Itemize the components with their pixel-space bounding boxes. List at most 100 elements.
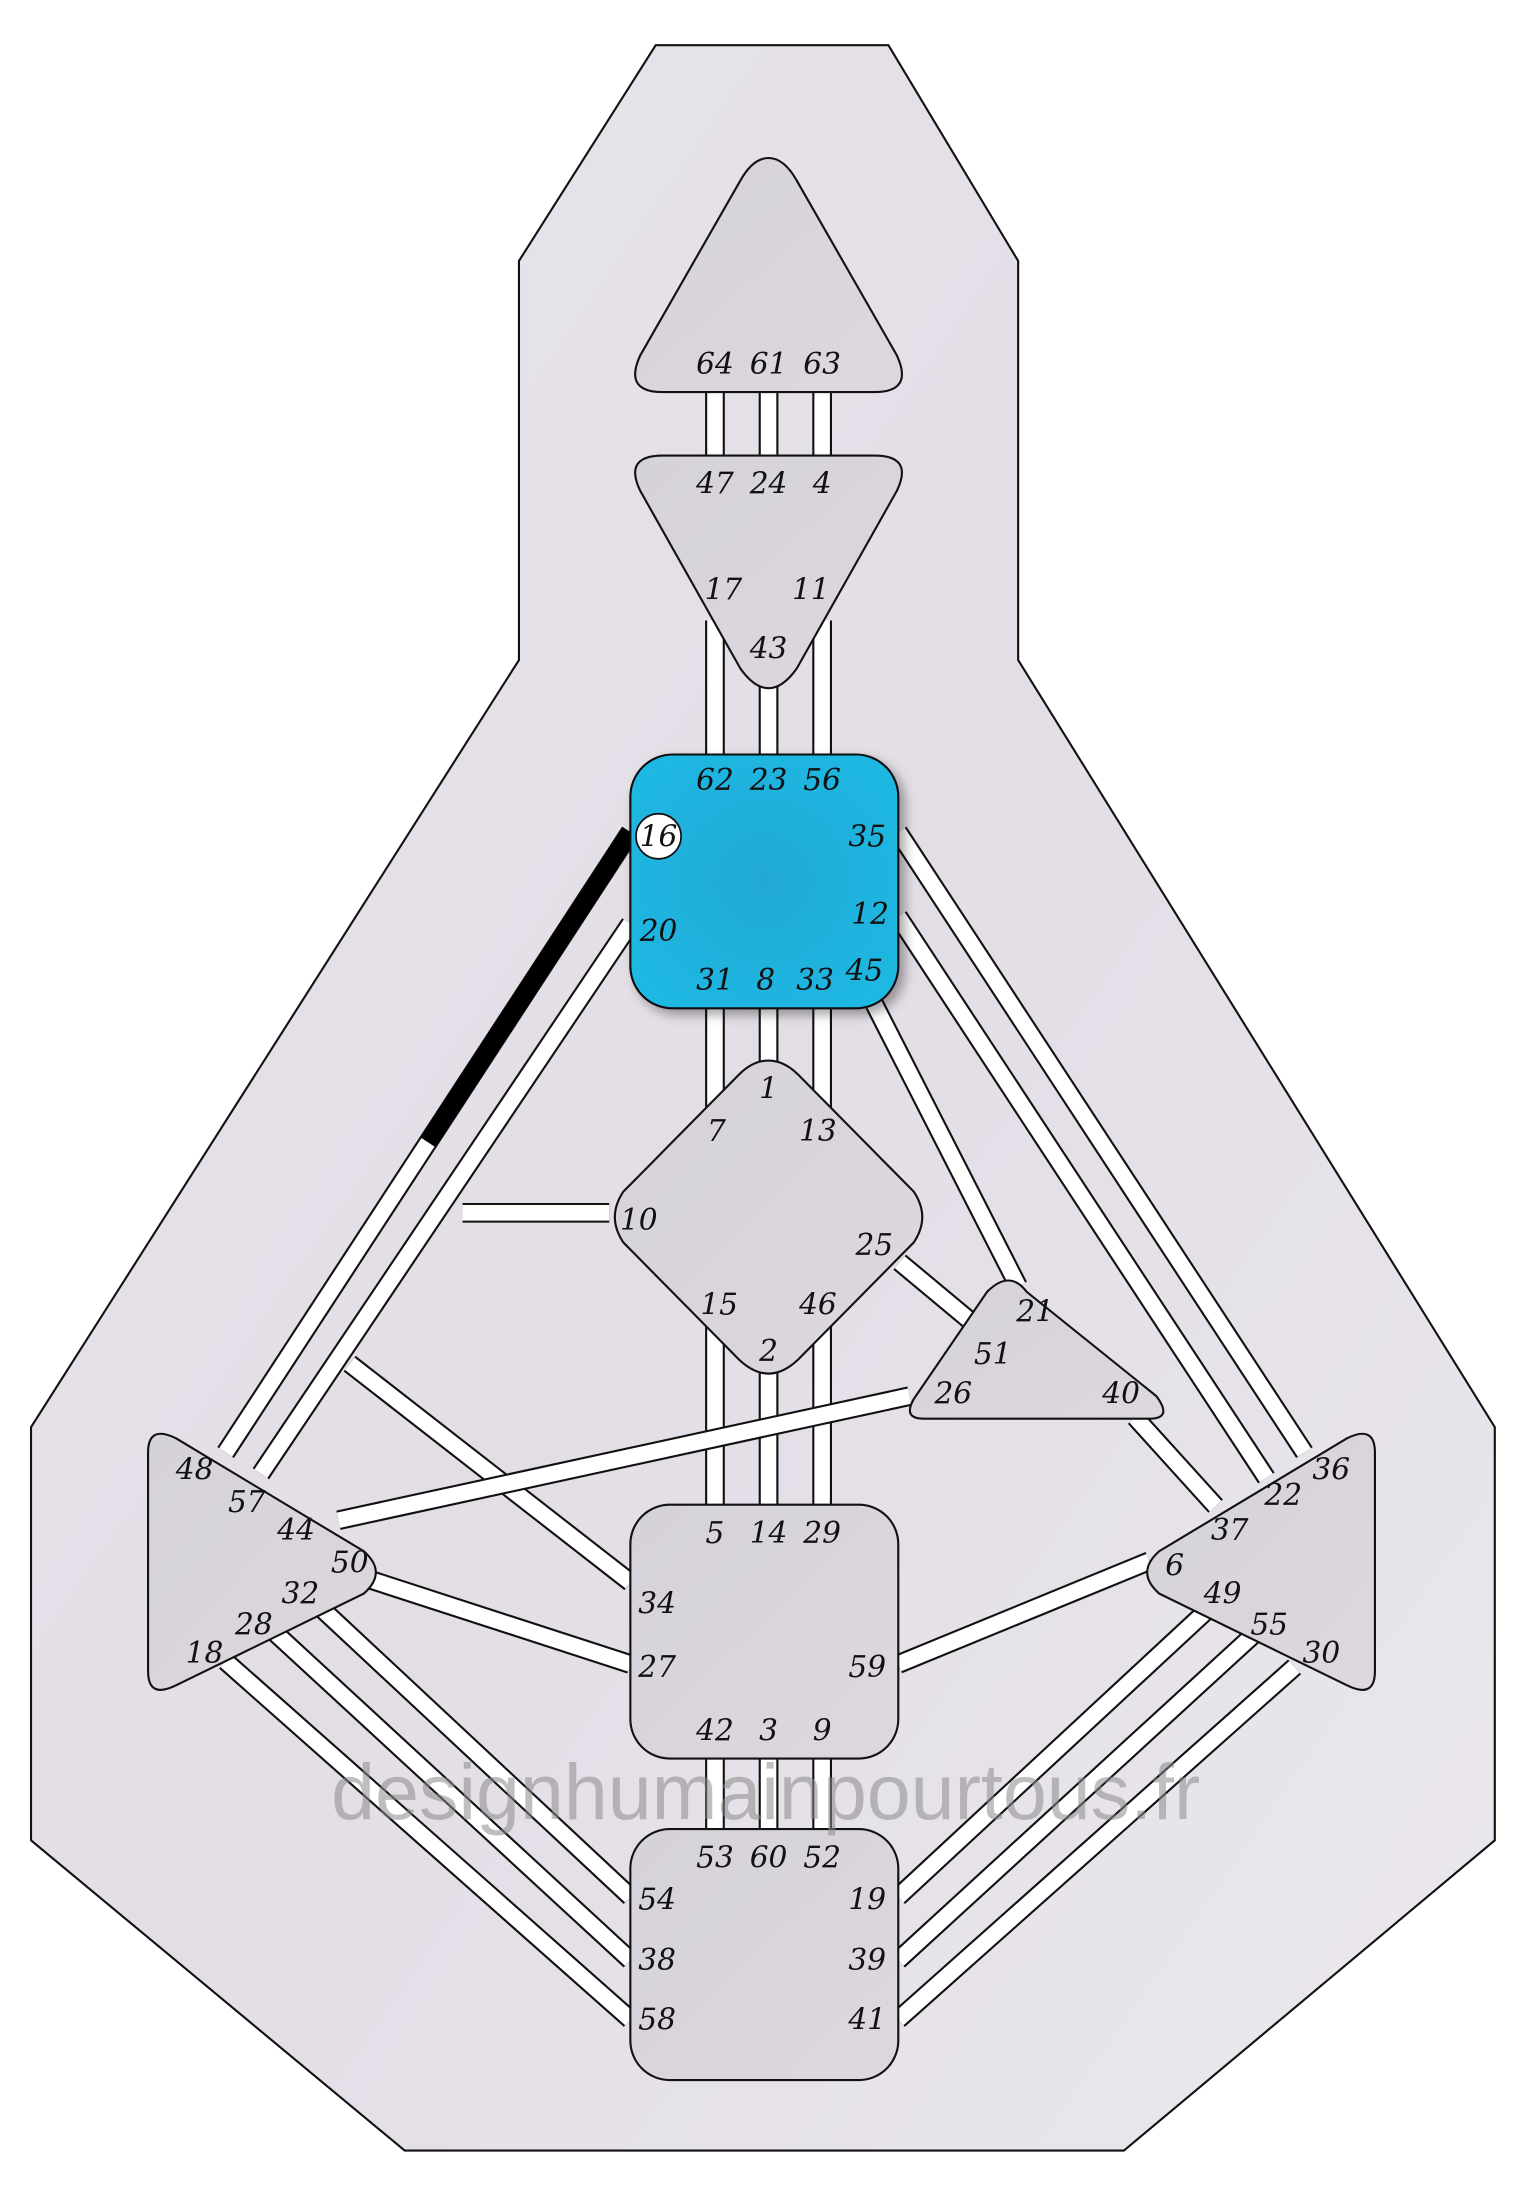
- throat-center[interactable]: 62 23 56 16 35 12 20 31 8 33 45: [629, 753, 900, 1010]
- gate-16[interactable]: 16: [640, 819, 678, 853]
- gate-52[interactable]: 52: [803, 1840, 841, 1874]
- channel-18-58[interactable]: [219, 1653, 637, 2027]
- gate-9[interactable]: 9: [813, 1713, 832, 1747]
- gate-19[interactable]: 19: [848, 1883, 886, 1917]
- gate-38[interactable]: 38: [638, 1943, 676, 1977]
- gate-40[interactable]: 40: [1101, 1376, 1140, 1410]
- gate-35[interactable]: 35: [848, 819, 886, 853]
- channel-50-27[interactable]: [366, 1570, 634, 1674]
- sacral-center[interactable]: 5 14 29 34 27 59 42 3 9: [629, 1503, 900, 1760]
- gate-13[interactable]: 13: [799, 1114, 837, 1148]
- spleen-shape: [147, 1432, 377, 1691]
- g-center[interactable]: 17 13 10 25 15 46 2: [613, 1059, 924, 1375]
- gate-36[interactable]: 36: [1312, 1452, 1350, 1486]
- channel-34-57i[interactable]: [343, 1355, 637, 1591]
- channel-19-49[interactable]: [891, 1600, 1217, 1904]
- gate-34[interactable]: 34: [638, 1586, 676, 1620]
- head-center[interactable]: 64 61 63: [634, 156, 903, 394]
- gate-6[interactable]: 6: [1165, 1548, 1184, 1582]
- solar-plexus-shape: [1146, 1432, 1376, 1691]
- gate-60[interactable]: 60: [750, 1840, 788, 1874]
- gate-18[interactable]: 18: [186, 1636, 224, 1670]
- gate-48[interactable]: 48: [175, 1452, 214, 1486]
- channel-35-36[interactable]: [890, 826, 1313, 1458]
- channel-41-30[interactable]: [891, 1659, 1302, 2027]
- gate-16-highlight: [635, 812, 682, 860]
- gate-64[interactable]: 64: [696, 347, 734, 381]
- channel-12-22[interactable]: [890, 911, 1275, 1484]
- gate-17[interactable]: 17: [705, 573, 743, 607]
- gate-22[interactable]: 22: [1263, 1478, 1302, 1512]
- gate-53[interactable]: 53: [696, 1840, 734, 1874]
- gate-1[interactable]: 1: [759, 1072, 778, 1106]
- channel-45-21[interactable]: [865, 999, 1027, 1291]
- gate-49[interactable]: 49: [1203, 1577, 1242, 1611]
- gate-10[interactable]: 10: [620, 1203, 658, 1237]
- ego-shape: [908, 1279, 1165, 1420]
- gate-20[interactable]: 20: [639, 914, 678, 948]
- gate-50[interactable]: 50: [331, 1546, 369, 1580]
- gate-12[interactable]: 12: [851, 897, 889, 931]
- gate-39[interactable]: 39: [848, 1943, 886, 1977]
- sacral-shape: [629, 1503, 900, 1760]
- channel-40-37[interactable]: [1127, 1410, 1223, 1513]
- gate-21[interactable]: 21: [1015, 1295, 1054, 1329]
- gate-5[interactable]: 5: [706, 1516, 725, 1550]
- channel-20-57[interactable]: [252, 918, 639, 1480]
- gate-33[interactable]: 33: [796, 963, 834, 997]
- gate-27[interactable]: 27: [637, 1650, 676, 1684]
- gate-7[interactable]: 7: [707, 1114, 726, 1148]
- gate-11[interactable]: 11: [792, 573, 830, 607]
- gate-37[interactable]: 37: [1211, 1513, 1249, 1547]
- gate-51[interactable]: 51: [974, 1337, 1012, 1371]
- root-shape: [629, 1828, 900, 2082]
- gate-25[interactable]: 25: [854, 1228, 893, 1262]
- gate-62[interactable]: 62: [696, 763, 734, 797]
- gate-46[interactable]: 46: [798, 1287, 837, 1321]
- root-center[interactable]: 53 60 52 54 38 58 19 39 41: [629, 1828, 900, 2082]
- g-shape: [613, 1059, 924, 1375]
- channel-44-26[interactable]: [336, 1386, 912, 1530]
- gate-61[interactable]: 61: [750, 347, 788, 381]
- gate-26[interactable]: 26: [933, 1376, 972, 1410]
- gate-2[interactable]: 2: [758, 1334, 778, 1368]
- gate-32[interactable]: 32: [282, 1577, 320, 1611]
- gate-31[interactable]: 31: [696, 963, 734, 997]
- gate-63[interactable]: 63: [803, 347, 841, 381]
- gate-42[interactable]: 42: [695, 1713, 734, 1747]
- gate-8[interactable]: 8: [756, 963, 775, 997]
- gate-44[interactable]: 44: [276, 1513, 315, 1547]
- gate-30[interactable]: 30: [1302, 1636, 1340, 1670]
- gate-14[interactable]: 14: [750, 1516, 788, 1550]
- gate-54[interactable]: 54: [638, 1883, 676, 1917]
- gate-3[interactable]: 3: [759, 1713, 778, 1747]
- gate-29[interactable]: 29: [802, 1516, 841, 1550]
- gate-47[interactable]: 47: [695, 467, 734, 501]
- gate-43[interactable]: 43: [749, 632, 788, 666]
- channel-32-54[interactable]: [306, 1593, 638, 1904]
- channel-59-6[interactable]: [894, 1551, 1154, 1674]
- gate-45[interactable]: 45: [845, 953, 884, 987]
- gate-15[interactable]: 15: [700, 1287, 738, 1321]
- gate-56[interactable]: 56: [803, 763, 841, 797]
- gate-59[interactable]: 59: [848, 1650, 886, 1684]
- gate-55[interactable]: 55: [1250, 1608, 1288, 1642]
- throat-shape: [629, 753, 900, 1010]
- channel-28-38[interactable]: [264, 1621, 638, 1968]
- gate-41[interactable]: 41: [847, 2002, 886, 2036]
- channels: [217, 392, 1313, 2027]
- gate-28[interactable]: 28: [234, 1608, 273, 1642]
- gate-4[interactable]: 4: [812, 467, 832, 501]
- gate-57[interactable]: 57: [228, 1485, 266, 1519]
- gate-58[interactable]: 58: [638, 2002, 676, 2036]
- channel-39-55[interactable]: [891, 1628, 1259, 1968]
- gate-24[interactable]: 24: [749, 467, 788, 501]
- spleen-center[interactable]: 48 57 44 50 32 28 18: [147, 1432, 377, 1691]
- gate-23[interactable]: 23: [749, 763, 788, 797]
